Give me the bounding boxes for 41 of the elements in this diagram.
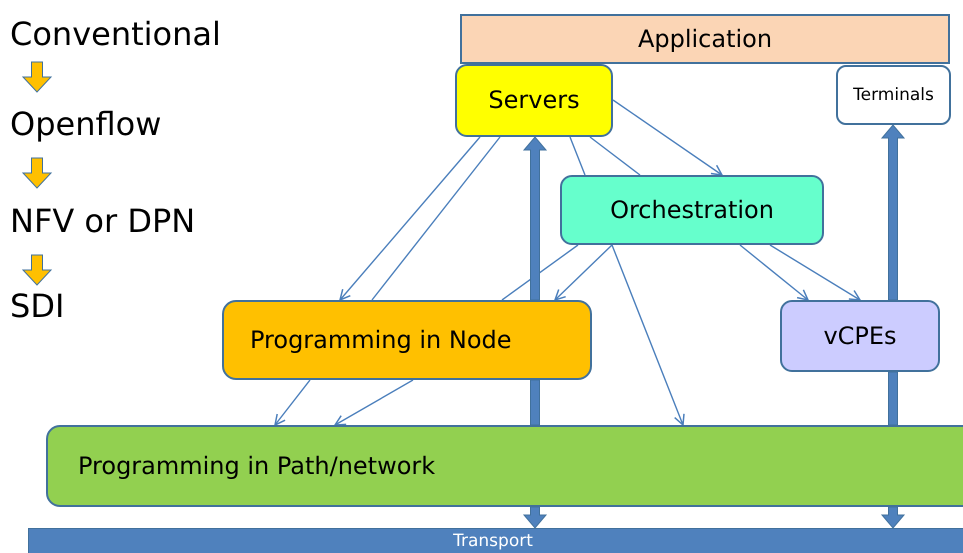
- stage-label: Conventional: [10, 17, 221, 53]
- box-label: Terminals: [853, 86, 934, 104]
- process-box: [836, 65, 951, 125]
- box-label: Orchestration: [610, 196, 774, 224]
- block-arrow: [530, 380, 540, 426]
- process-box: [560, 175, 824, 245]
- arrow: [339, 136, 481, 301]
- layer-box: [46, 425, 963, 507]
- process-box: [780, 300, 940, 372]
- connector-line: [590, 136, 640, 176]
- arrow: [612, 99, 723, 176]
- layer-box: [460, 14, 950, 64]
- block-arrow: [888, 372, 898, 426]
- block-arrow: [880, 124, 906, 300]
- arrow: [770, 244, 861, 301]
- box-label: Application: [638, 26, 772, 52]
- process-box: [222, 300, 592, 380]
- block-arrow: [22, 158, 52, 189]
- stage-label: Openflow: [10, 107, 162, 143]
- connector-line: [502, 244, 578, 301]
- box-label: vCPEs: [823, 322, 897, 350]
- arrow: [334, 379, 414, 426]
- arrow: [274, 380, 311, 426]
- process-box: [455, 64, 613, 137]
- block-arrow: [22, 254, 52, 286]
- connector-line: [371, 136, 501, 300]
- stage-label: NFV or DPN: [10, 204, 196, 240]
- block-arrow: [522, 506, 548, 529]
- box-label: Transport: [453, 532, 533, 550]
- block-arrow: [22, 62, 52, 93]
- box-label: Servers: [488, 87, 580, 114]
- box-label: Programming in Node: [250, 326, 512, 354]
- stage-label: SDI: [10, 289, 64, 324]
- layer-bar: [28, 528, 963, 553]
- block-arrow: [880, 506, 906, 529]
- arrow: [611, 244, 685, 426]
- arrow: [740, 244, 809, 301]
- connector-line: [569, 136, 586, 176]
- block-arrow: [522, 136, 548, 300]
- arrow: [554, 244, 612, 301]
- box-label: Programming in Path/network: [78, 452, 436, 480]
